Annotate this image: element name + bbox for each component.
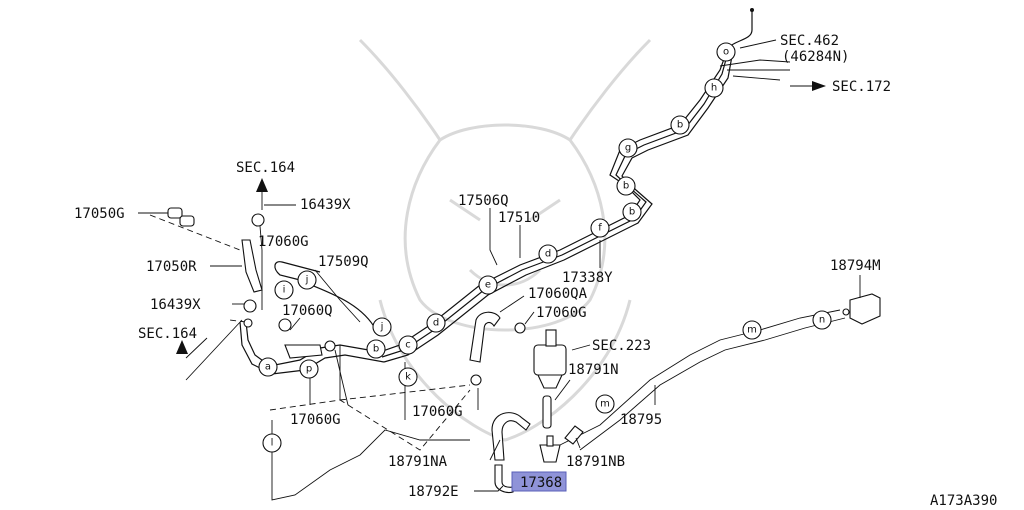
svg-text:b: b xyxy=(623,181,629,192)
diagram-code: A173A390 xyxy=(930,493,997,509)
arrows xyxy=(176,81,826,354)
label-17509Q[interactable]: 17509Q xyxy=(318,254,369,270)
label-16439X-top[interactable]: 16439X xyxy=(300,197,351,213)
svg-text:m: m xyxy=(747,325,757,336)
label-18794M[interactable]: 18794M xyxy=(830,258,881,274)
label-17510[interactable]: 17510 xyxy=(498,210,540,226)
callout-p: p xyxy=(299,359,319,379)
svg-text:d: d xyxy=(545,249,551,260)
clamp-16439X-mid xyxy=(243,299,257,313)
svg-text:o: o xyxy=(723,47,729,58)
circle-callouts: o h b g b b f d e d c b j j i a p k l m … xyxy=(258,42,832,453)
label-17060G-bottom[interactable]: 17060G xyxy=(290,412,341,428)
callout-m-1: m xyxy=(595,394,615,414)
callout-b-2: b xyxy=(616,176,636,196)
svg-text:i: i xyxy=(283,285,286,296)
callout-f: f xyxy=(590,218,610,238)
ref-sec164-top[interactable]: SEC.164 xyxy=(236,160,295,176)
callout-c: c xyxy=(398,335,418,355)
callout-b-1: b xyxy=(670,115,690,135)
ref-sec164-left[interactable]: SEC.164 xyxy=(138,326,197,342)
lower-canister-line xyxy=(271,309,846,501)
ref-sec223[interactable]: SEC.223 xyxy=(592,338,651,354)
callout-b-4: b xyxy=(366,339,386,359)
clamp-17060G xyxy=(278,318,292,332)
hose-17060Q xyxy=(284,344,323,359)
callout-j-1: j xyxy=(297,270,317,290)
ref-sec462-sub: (46284N) xyxy=(782,49,849,65)
label-17368[interactable]: 17368 xyxy=(520,475,562,491)
label-16439X-mid[interactable]: 16439X xyxy=(150,297,201,313)
svg-text:d: d xyxy=(433,318,439,329)
callout-k: k xyxy=(398,367,418,387)
label-17060G-right[interactable]: 17060G xyxy=(536,305,587,321)
svg-text:m: m xyxy=(600,399,610,410)
label-18795[interactable]: 18795 xyxy=(620,412,662,428)
callout-l: l xyxy=(262,433,282,453)
leader-lines xyxy=(138,39,861,492)
svg-text:l: l xyxy=(271,438,274,449)
section-refs: SEC.164 SEC.164 SEC.223 SEC.462 (46284N)… xyxy=(138,33,891,354)
label-17506Q[interactable]: 17506Q xyxy=(458,193,509,209)
label-17050R[interactable]: 17050R xyxy=(146,259,197,275)
svg-text:h: h xyxy=(711,83,717,94)
label-17060G-top[interactable]: 17060G xyxy=(258,234,309,250)
part-18794M xyxy=(849,293,881,325)
label-17060Q[interactable]: 17060Q xyxy=(282,303,333,319)
svg-text:b: b xyxy=(629,207,635,218)
svg-text:g: g xyxy=(625,143,631,154)
callout-i: i xyxy=(274,280,294,300)
watermark-emblem xyxy=(358,38,652,442)
svg-text:a: a xyxy=(265,362,271,373)
arrow-sec164-top xyxy=(256,178,268,192)
callout-a: a xyxy=(258,357,278,377)
ref-sec462[interactable]: SEC.462 xyxy=(780,33,839,49)
label-18791N[interactable]: 18791N xyxy=(568,362,619,378)
callout-d-2: d xyxy=(426,313,446,333)
svg-text:f: f xyxy=(598,223,602,234)
svg-text:b: b xyxy=(373,344,379,355)
arrow-sec172 xyxy=(812,81,826,91)
svg-text:c: c xyxy=(405,340,411,351)
svg-text:p: p xyxy=(306,364,312,375)
label-17338Y[interactable]: 17338Y xyxy=(562,270,613,286)
callout-h: h xyxy=(704,78,724,98)
hose-17060QA xyxy=(469,311,501,363)
callout-d-1: d xyxy=(538,244,558,264)
label-17050G[interactable]: 17050G xyxy=(74,206,125,222)
callout-b-3: b xyxy=(622,202,642,222)
hose-18791NB xyxy=(564,425,584,445)
svg-text:j: j xyxy=(305,275,309,286)
label-17060G-lower[interactable]: 17060G xyxy=(412,404,463,420)
part-labels: 17050G 16439X 17060G 17050R 17509Q 16439… xyxy=(74,193,881,500)
label-18792E[interactable]: 18792E xyxy=(408,484,459,500)
highlight-17368[interactable] xyxy=(511,471,567,492)
callout-e: e xyxy=(478,275,498,295)
hose-18791N xyxy=(542,395,552,429)
svg-text:n: n xyxy=(819,315,825,326)
svg-text:b: b xyxy=(677,120,683,131)
label-18791NA[interactable]: 18791NA xyxy=(388,454,448,470)
svg-text:e: e xyxy=(485,280,491,291)
svg-text:j: j xyxy=(380,322,384,333)
callout-n: n xyxy=(812,310,832,330)
callout-j-2: j xyxy=(372,317,392,337)
label-17060QA[interactable]: 17060QA xyxy=(528,286,588,302)
components xyxy=(167,207,881,494)
valve-17368 xyxy=(539,444,561,463)
canister-sec223 xyxy=(533,344,567,376)
left-pipes xyxy=(149,214,471,451)
label-18791NB[interactable]: 18791NB xyxy=(566,454,625,470)
callout-o: o xyxy=(716,42,736,62)
callout-m-2: m xyxy=(742,320,762,340)
callout-g: g xyxy=(618,138,638,158)
svg-text:k: k xyxy=(405,372,411,383)
hose-18791NA xyxy=(491,412,531,461)
clip-17050G xyxy=(167,207,183,219)
clamp-16439X-top xyxy=(251,213,265,227)
ref-sec172[interactable]: SEC.172 xyxy=(832,79,891,95)
arrow-sec164-left xyxy=(176,340,188,354)
